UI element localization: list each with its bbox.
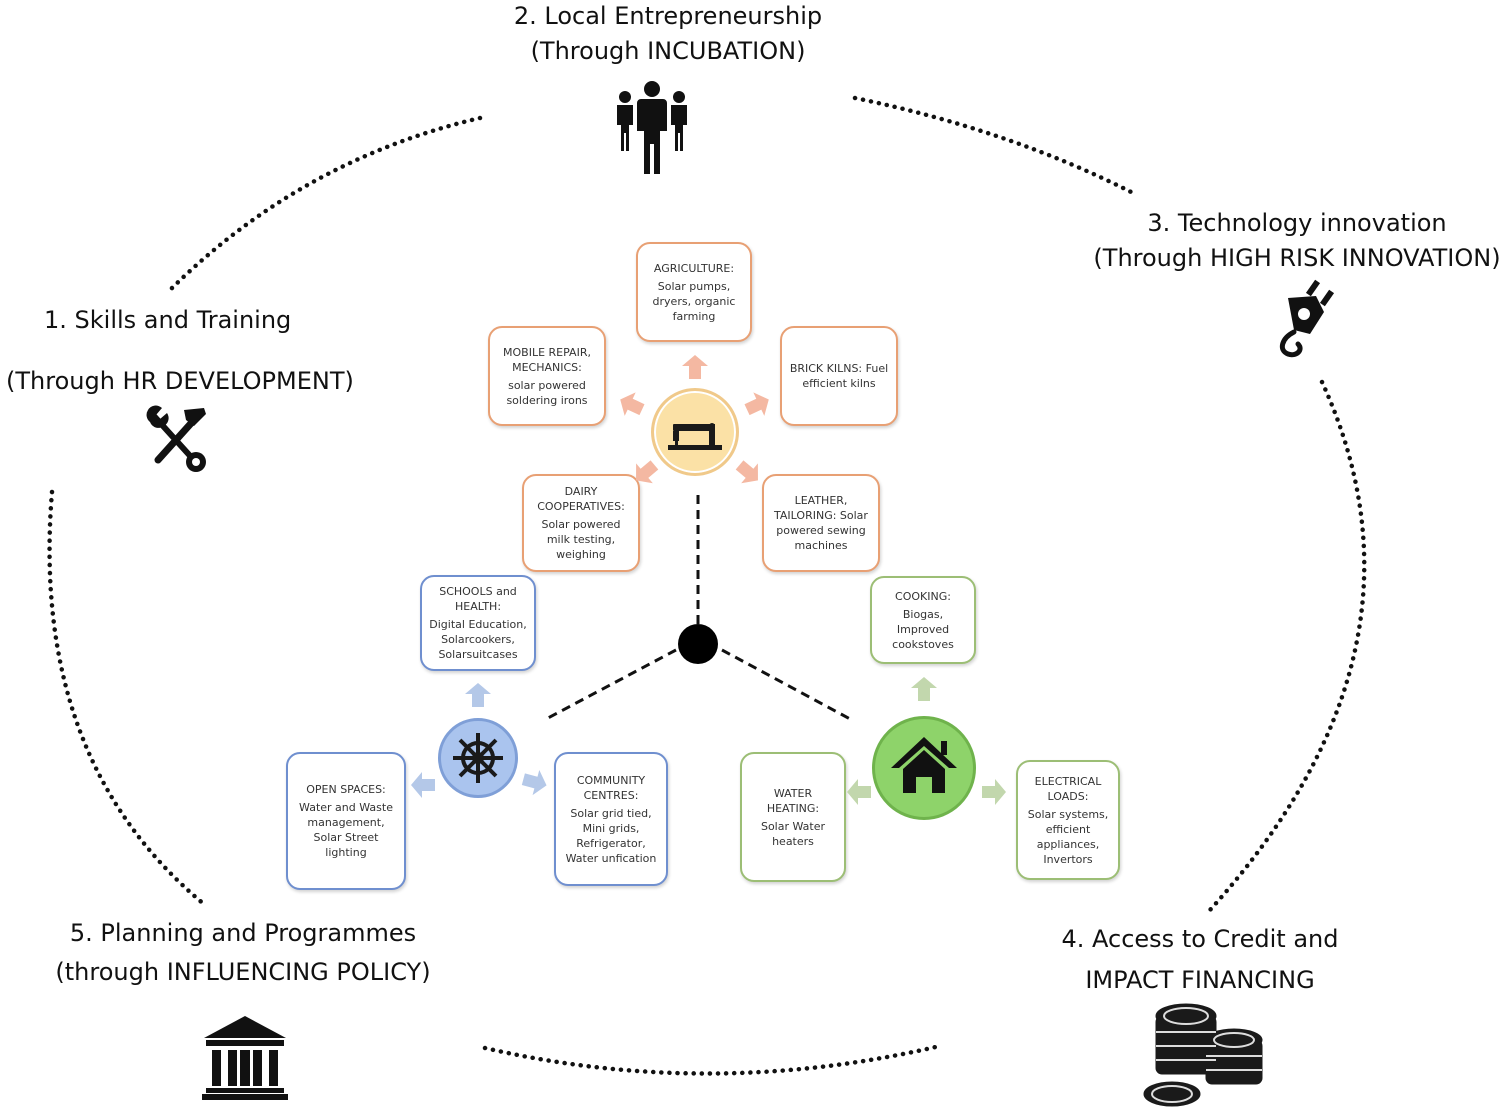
brick-kilns-box: BRICK KILNS: Fuel efficient kilns [780,326,898,426]
enterprise-hub [651,388,739,476]
open-spaces-title: OPEN SPACES: [306,783,386,796]
mobile-repair-box: MOBILE REPAIR, MECHANICS: solar powered … [488,326,606,426]
institution-icon [202,1016,288,1100]
arrow-to-water-heating [847,779,871,805]
leather-box: LEATHER, TAILORING: Solar powered sewing… [762,474,880,572]
agriculture-box: AGRICULTURE: Solar pumps, dryers, organi… [636,242,752,342]
water-heating-body: Solar Water heaters [760,819,826,848]
heading-planning: 5. Planning and Programmes (through INFL… [50,916,436,990]
plug-icon [1279,279,1335,358]
heading-credit-line2: IMPACT FINANCING [1085,966,1315,994]
brick-kilns-title: BRICK KILNS: Fuel efficient kilns [789,362,889,390]
community-centres-box: COMMUNITY CENTRES: Solar grid tied, Mini… [554,752,668,886]
arrow-to-leather [735,460,758,484]
arrow-to-community-centres [521,769,547,796]
agriculture-body: Solar pumps, dryers, organic farming [652,279,736,323]
ship-wheel-icon [453,733,503,783]
water-heating-box: WATER HEATING: Solar Water heaters [740,752,846,882]
open-spaces-body: Water and Waste management, Solar Street… [299,801,393,859]
heading-entrepreneurship-line2: (Through INCUBATION) [530,37,806,65]
center-node [678,624,718,664]
green-arrows [847,677,1006,805]
house-icon [891,737,957,793]
people-icon [617,81,687,174]
cooking-title: COOKING: [895,589,951,603]
dashed-link-left [547,648,677,720]
cooking-box: COOKING: Biogas, Improved cookstoves [870,576,976,664]
agriculture-title: AGRICULTURE: [653,261,735,275]
arrow-to-open-spaces [411,772,435,798]
heading-planning-line1: 5. Planning and Programmes [69,919,417,947]
leather-title: LEATHER, TAILORING: Solar powered sewing… [774,494,868,552]
dotted-arc-bottom [482,1043,943,1076]
heading-technology: 3. Technology innovation (Through HIGH R… [1090,206,1504,276]
arrow-to-cooking [911,677,937,701]
arrow-to-dairy [636,460,659,484]
mobile-repair-title: MOBILE REPAIR, MECHANICS: [503,345,591,374]
dairy-title: DAIRY COOPERATIVES: [537,485,625,513]
household-hub [872,716,976,820]
arrow-to-schools [465,683,491,707]
sewing-machine-icon [668,423,722,450]
dotted-arc-right [1207,379,1367,913]
electrical-loads-body: Solar systems, efficient appliances, Inv… [1027,807,1109,866]
dairy-body: Solar powered milk testing, weighing [541,518,621,561]
arrow-to-mobile-repair [620,392,645,416]
water-heating-title: WATER HEATING: [766,786,820,815]
heading-planning-line2: (through INFLUENCING POLICY) [55,958,431,986]
heading-entrepreneurship-line1: 2. Local Entrepreneurship [513,2,823,30]
schools-box: SCHOOLS and HEALTH: Digital Education, S… [420,575,536,671]
schools-title: SCHOOLS and HEALTH: [439,585,517,613]
heading-skills-line1: 1. Skills and Training [44,306,292,334]
heading-credit: 4. Access to Credit and IMPACT FINANCING [1054,922,1346,998]
community-centres-title: COMMUNITY CENTRES: [576,773,646,802]
dotted-arc-top-left [165,115,483,295]
arrow-to-agriculture [682,355,708,379]
orange-arrows [620,355,769,484]
arrow-to-electrical-loads [982,779,1006,805]
arrow-to-brick-kilns [744,392,769,416]
electrical-loads-box: ELECTRICAL LOADS: Solar systems, efficie… [1016,760,1120,880]
open-spaces-box: OPEN SPACES: Water and Waste management,… [286,752,406,890]
heading-technology-line2: (Through HIGH RISK INNOVATION) [1093,244,1501,272]
schools-body: Digital Education, Solarcookers, Solarsu… [429,618,527,661]
heading-skills-line2: (Through HR DEVELOPMENT) [6,367,354,395]
heading-skills: 1. Skills and Training (Through HR DEVEL… [6,303,358,399]
community-centres-body: Solar grid tied, Mini grids, Refrigerato… [565,806,657,865]
tools-icon [146,405,206,472]
cooking-body: Biogas, Improved cookstoves [892,607,954,651]
heading-technology-line1: 3. Technology innovation [1147,209,1447,237]
electrical-loads-title: ELECTRICAL LOADS: [1034,774,1102,803]
blue-arrows [411,683,547,798]
dairy-box: DAIRY COOPERATIVES: Solar powered milk t… [522,474,640,572]
dotted-arc-top-right [852,95,1138,197]
dotted-arc-left [47,489,208,908]
heading-entrepreneurship: 2. Local Entrepreneurship (Through INCUB… [468,0,868,69]
dashed-link-right [721,648,853,722]
heading-credit-line1: 4. Access to Credit and [1061,925,1339,953]
coins-icon [1143,1003,1263,1107]
mobile-repair-body: solar powered soldering irons [506,378,588,407]
community-hub [438,718,518,798]
